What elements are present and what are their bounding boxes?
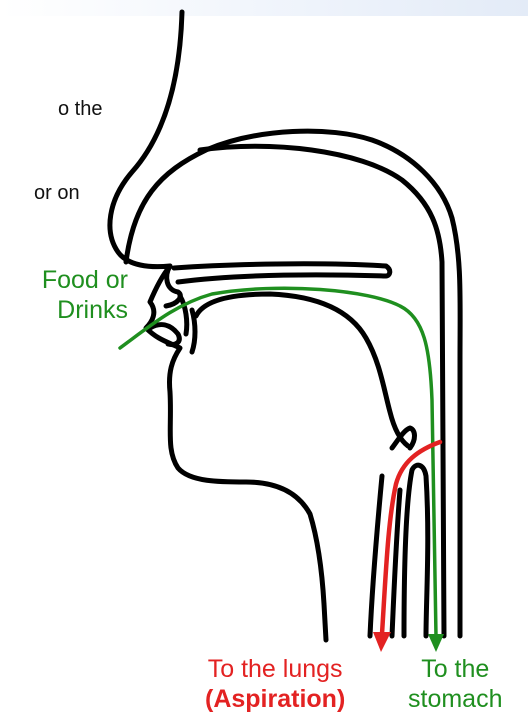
food-label-line-2: Drinks [42, 295, 128, 325]
face-outline [110, 12, 326, 640]
aspiration-label: (Aspiration) [205, 684, 345, 714]
aspiration-path-arrowhead [373, 632, 391, 652]
trachea-front-wall [370, 476, 382, 636]
tongue [196, 294, 408, 446]
to-the-stomach-label: To the stomach [408, 654, 502, 714]
palate [174, 264, 390, 282]
upper-lip [166, 266, 180, 306]
stomach-label-line-2: stomach [408, 684, 502, 714]
back-of-head-outline [126, 131, 460, 636]
food-path-arrowhead [428, 634, 444, 652]
trachea-divider [404, 465, 428, 636]
food-label-line-1: Food or [42, 265, 128, 295]
lungs-label-line-1: To the lungs [205, 654, 345, 684]
food-or-drinks-label: Food or Drinks [42, 265, 128, 325]
stomach-label-line-1: To the [408, 654, 502, 684]
to-the-lungs-label: To the lungs (Aspiration) [205, 654, 345, 714]
